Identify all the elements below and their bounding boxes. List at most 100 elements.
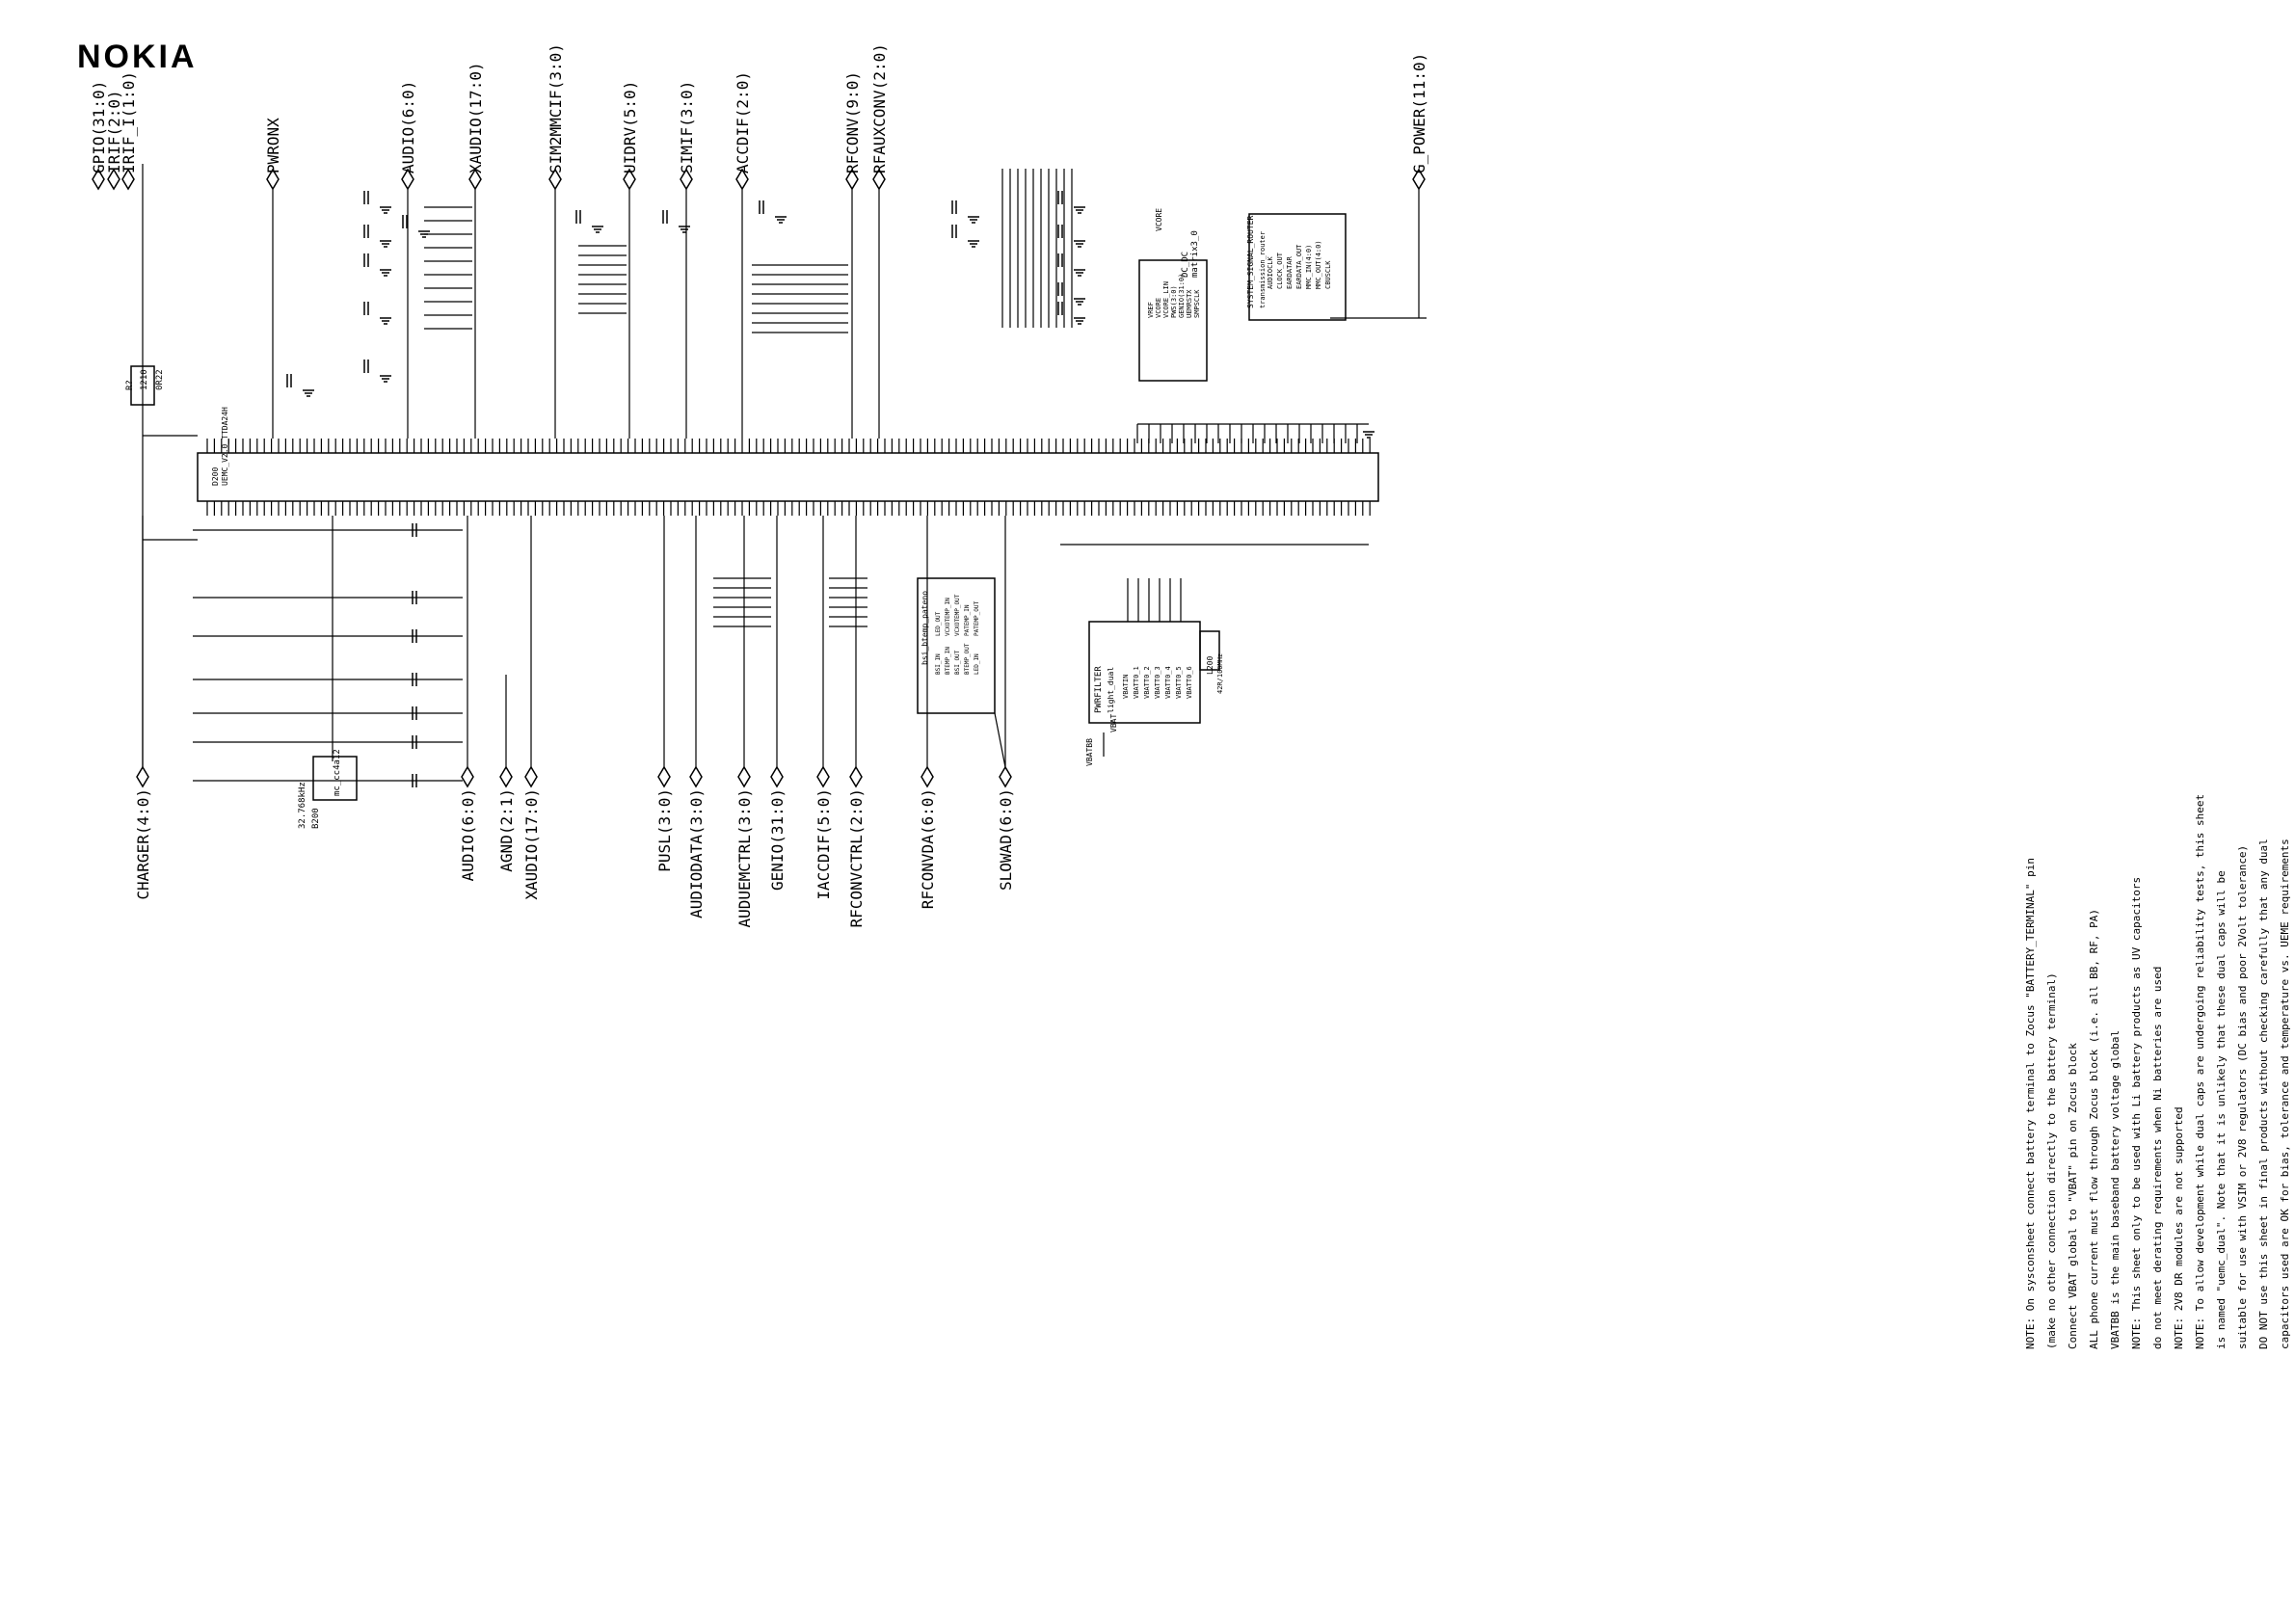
- inductor-value: 42R/100MHz: [1216, 653, 1224, 694]
- ground-symbol: [380, 269, 391, 277]
- dcdc-pin: SMPSCLK: [1193, 289, 1201, 318]
- capacitor: [412, 523, 417, 537]
- ground-symbol: [1074, 206, 1085, 214]
- ground-symbol: [968, 240, 979, 248]
- main-ic-d200: [197, 452, 1379, 502]
- bottom-port: [461, 765, 474, 788]
- inductor-ref: L200: [1206, 656, 1214, 675]
- top-port: [92, 168, 105, 191]
- ground-symbol: [679, 226, 690, 233]
- main-ic-ref: D200: [211, 467, 220, 486]
- pwrfilter-pin: VBATT0_6: [1186, 666, 1193, 699]
- bottom-port-label: AUDUEMCTRL(3:0): [735, 788, 754, 928]
- pwrfilter-pin: VBATIN: [1122, 675, 1130, 699]
- capacitor: [1057, 302, 1063, 315]
- capacitor: [412, 673, 417, 686]
- ground-symbol: [1074, 240, 1085, 248]
- bottom-port-label: GENIO(31:0): [768, 788, 787, 891]
- router-block: [1248, 213, 1347, 321]
- bottom-port-label: AUDIO(6:0): [459, 788, 477, 881]
- capacitor: [402, 215, 408, 228]
- dcdc-pin: VREF: [1147, 302, 1155, 318]
- dcdc-pin: UEMRSTX: [1186, 289, 1193, 318]
- router-pin: AUDIOCLK: [1267, 255, 1274, 289]
- bottom-port: [136, 765, 149, 788]
- dcdc-title: DC_DC: [1181, 252, 1190, 278]
- capacitor: [412, 735, 417, 749]
- capacitor: [363, 225, 369, 238]
- capacitor: [363, 191, 369, 204]
- resistor-name: 1210: [140, 369, 149, 390]
- top-port-label: SIMIF(3:0): [678, 81, 696, 173]
- resistor-r: [130, 365, 155, 406]
- top-port: [845, 168, 859, 191]
- top-port: [548, 168, 562, 191]
- crystal-ref: B200: [311, 808, 321, 829]
- top-port-label: RFAUXCONV(2:0): [870, 43, 889, 173]
- capacitor: [412, 706, 417, 720]
- bottom-port: [816, 765, 830, 788]
- bottom-port: [849, 765, 863, 788]
- capacitor: [759, 200, 764, 214]
- top-port: [401, 168, 414, 191]
- bottom-port: [921, 765, 934, 788]
- dcdc-pin: VCORE: [1155, 298, 1162, 318]
- top-port-label: G_POWER(11:0): [1410, 53, 1428, 173]
- bottom-port: [524, 765, 538, 788]
- bsi-pin: VCXOTEMP_OUT: [954, 594, 961, 636]
- pwrfilter-pin: VBATT0_2: [1143, 666, 1151, 699]
- note-line: Connect VBAT global to "VBAT" pin on Zoc…: [2067, 1043, 2079, 1349]
- note-line: NOTE: On sysconsheet connect battery ter…: [2024, 858, 2037, 1349]
- ground-symbol: [968, 216, 979, 224]
- ground-symbol: [380, 375, 391, 383]
- crystal-part: mc_cc4a12: [333, 749, 342, 796]
- bsi-pin: LED_IN: [974, 653, 980, 675]
- capacitor: [363, 253, 369, 267]
- pwrfilter-pin: VBATT0_3: [1154, 666, 1161, 699]
- capacitor: [286, 374, 292, 387]
- resistor-value: 0R22: [155, 369, 165, 390]
- bottom-port: [770, 765, 784, 788]
- top-port: [872, 168, 886, 191]
- ground-symbol: [303, 389, 314, 397]
- top-port-label: ACCDIF(2:0): [734, 71, 752, 173]
- pwrfilter-pin: VBATT0_5: [1175, 666, 1183, 699]
- inductor-l200: [1199, 630, 1220, 671]
- bottom-port-label: SLOWAD(6:0): [997, 788, 1015, 891]
- ground-symbol: [592, 226, 603, 233]
- capacitor: [412, 591, 417, 604]
- main-ic-part: UEMC_V2.0_TTDA24H: [221, 407, 229, 486]
- note-line: VBATBB is the main baseband battery volt…: [2109, 1030, 2122, 1349]
- ground-symbol: [1074, 269, 1085, 277]
- router-pin: EARDATA_OUT: [1295, 244, 1303, 289]
- bsi-pin: BSI_IN: [935, 653, 942, 675]
- note-line: NOTE: This sheet only to be used with Li…: [2130, 877, 2143, 1349]
- router-subtitle: transmission_router: [1259, 231, 1267, 308]
- capacitor: [363, 359, 369, 373]
- top-port-label: IRIF(2:0): [105, 90, 123, 173]
- top-port-label: AUDIO(6:0): [399, 81, 417, 173]
- capacitor: [363, 302, 369, 315]
- bottom-port-label: AGND(2:1): [497, 788, 516, 872]
- capacitor: [951, 225, 957, 238]
- bottom-port: [737, 765, 751, 788]
- dcdc-pin: PWS(3:0): [1170, 285, 1178, 318]
- capacitor: [412, 629, 417, 643]
- note-line: do not meet derating requirements when N…: [2151, 967, 2164, 1349]
- router-pin: EARDATAR: [1286, 255, 1294, 289]
- note-line: NOTE: To allow development while dual ca…: [2194, 794, 2206, 1349]
- capacitor: [1057, 282, 1063, 296]
- pwrfilter-net: VBATBB: [1085, 738, 1094, 766]
- bsi-pin: PATEMP_OUT: [974, 600, 980, 636]
- bottom-port-label: RFCONVDA(6:0): [919, 788, 937, 909]
- bsi-title: bsi_btemp_pateno: [921, 591, 929, 665]
- capacitor: [951, 200, 957, 214]
- capacitor: [412, 774, 417, 787]
- bsi-pin: BTEMP_OUT: [964, 643, 971, 675]
- ground-symbol: [380, 317, 391, 325]
- top-port: [121, 168, 135, 191]
- capacitor: [1057, 191, 1063, 204]
- pwrfilter-pin: VBATT0_1: [1133, 666, 1140, 699]
- note-line: suitable for use with VSIM or 2V8 regula…: [2236, 845, 2249, 1349]
